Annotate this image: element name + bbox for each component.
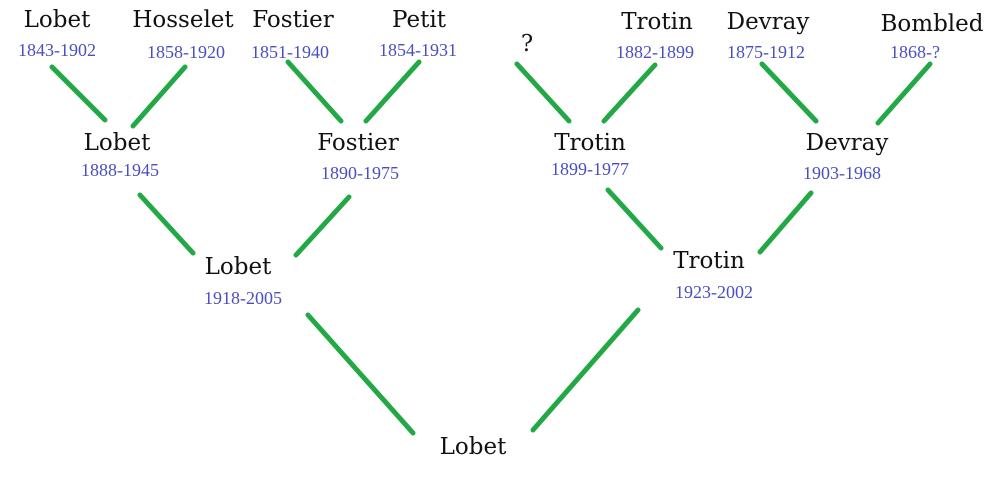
- connector-line: [875, 61, 933, 126]
- person-dates: 1868-?: [890, 42, 940, 62]
- person-name: Lobet: [83, 130, 151, 156]
- person-dates: 1890-1975: [321, 163, 399, 183]
- connector-line: [759, 61, 819, 124]
- person-dates: 1875-1912: [727, 42, 805, 62]
- person-dates: 1882-1899: [616, 42, 694, 62]
- person-dates: 1854-1931: [379, 40, 457, 60]
- person-dates: 1903-1968: [803, 163, 881, 183]
- person-name: Trotin: [621, 9, 693, 35]
- connector-line: [363, 59, 422, 124]
- root-person-name: Lobet: [439, 434, 507, 460]
- connector-line: [757, 190, 814, 255]
- connector-line: [514, 61, 572, 124]
- connector-line: [137, 192, 196, 256]
- person-name: Bombled: [880, 11, 984, 37]
- person-name: Devray: [726, 9, 810, 35]
- connector-line: [285, 59, 344, 124]
- person-name: Petit: [392, 7, 446, 33]
- person-dates: 1843-1902: [18, 40, 96, 60]
- connector-line: [293, 194, 352, 258]
- person-name: Devray: [805, 130, 889, 156]
- connector-line: [601, 62, 658, 124]
- person-name: Trotin: [673, 248, 745, 274]
- connector-line: [305, 312, 416, 436]
- connector-line: [130, 64, 188, 129]
- person-dates: 1888-1945: [81, 160, 159, 180]
- connector-line: [49, 64, 108, 123]
- person-name: Lobet: [23, 7, 91, 33]
- person-dates: 1918-2005: [204, 288, 282, 308]
- connector-line: [530, 307, 641, 433]
- person-name: Hosselet: [132, 7, 234, 33]
- person-name: Lobet: [204, 254, 272, 280]
- person-name: Trotin: [554, 130, 626, 156]
- person-name: Fostier: [252, 7, 334, 33]
- connector-line: [605, 187, 664, 251]
- person-name: Fostier: [317, 130, 399, 156]
- person-name: ?: [520, 31, 534, 57]
- person-dates: 1851-1940: [251, 42, 329, 62]
- person-dates: 1923-2002: [675, 282, 753, 302]
- person-dates: 1899-1977: [551, 159, 629, 179]
- person-dates: 1858-1920: [147, 42, 225, 62]
